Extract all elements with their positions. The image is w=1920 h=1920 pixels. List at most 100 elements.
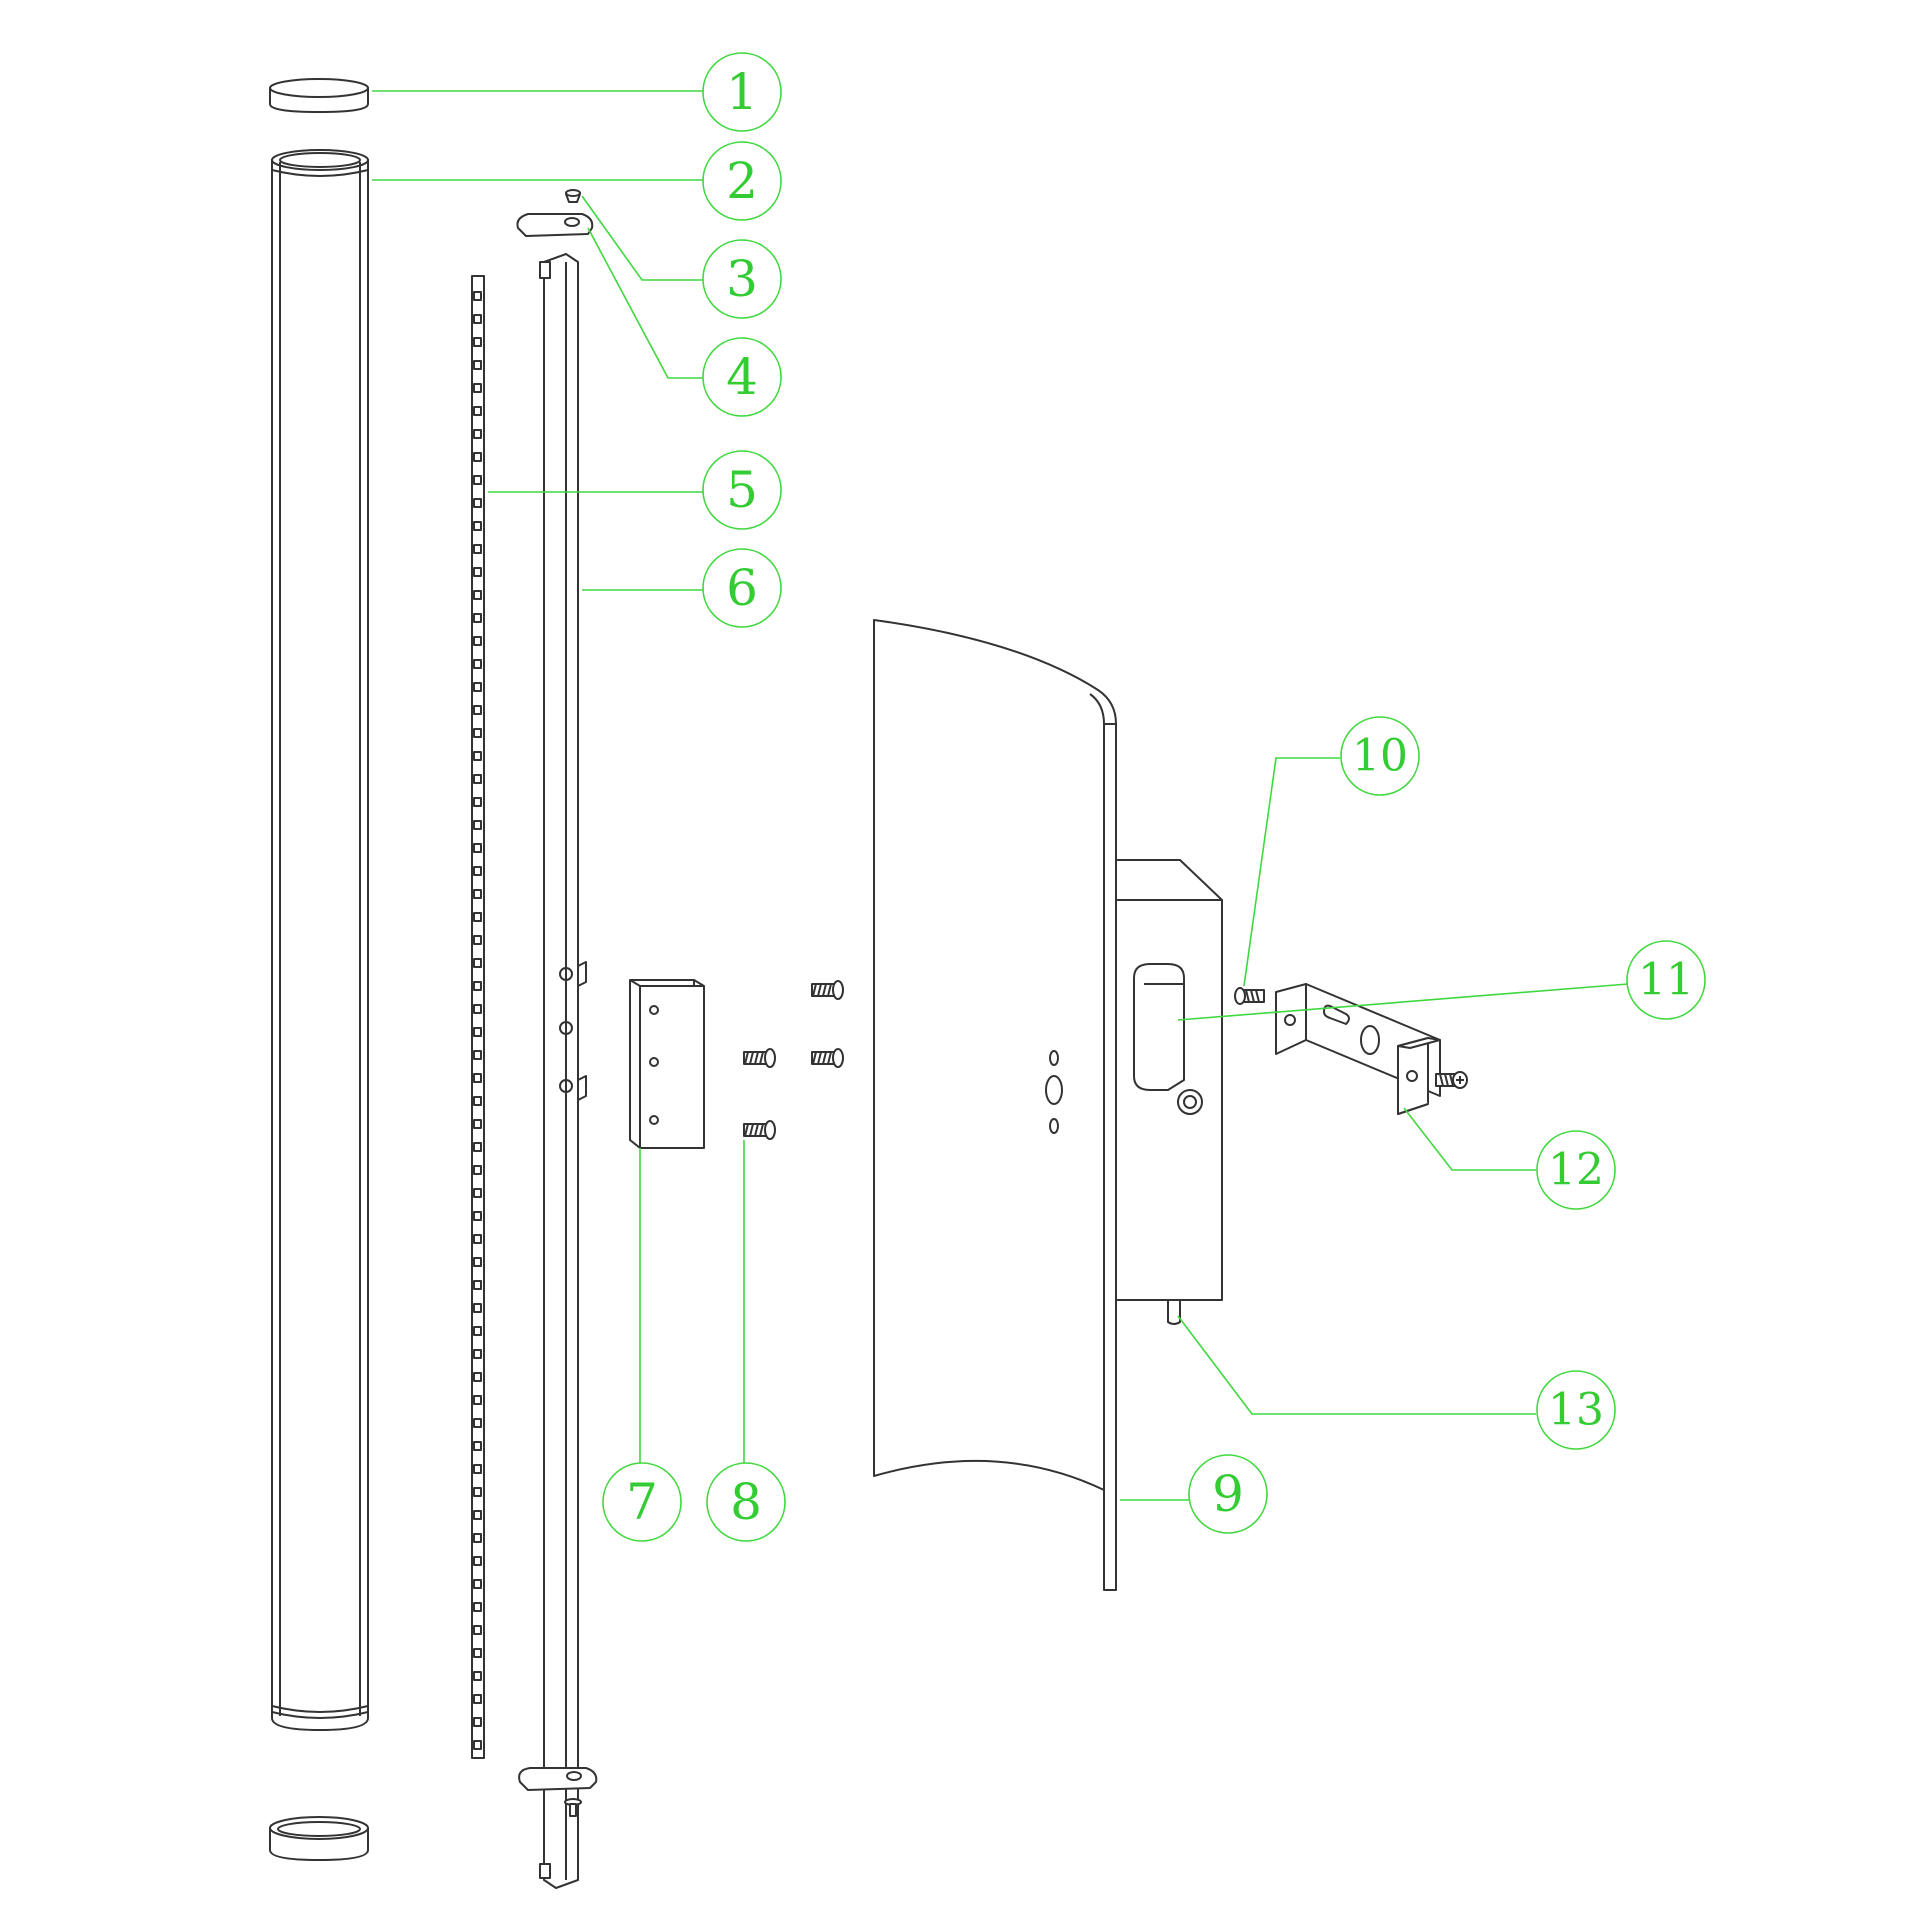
led-chip	[473, 1602, 482, 1612]
led-chip	[473, 751, 482, 761]
callout-9: 9	[1188, 1454, 1268, 1534]
led-chip	[473, 935, 482, 945]
led-chip	[473, 1717, 482, 1727]
led-chip	[473, 1510, 482, 1520]
part-bracket-screw-left	[1234, 987, 1265, 1005]
svg-text:4: 4	[726, 348, 758, 406]
part-bracket-screw-right	[1435, 1071, 1468, 1089]
led-chip	[473, 1349, 482, 1359]
part-tube	[271, 149, 369, 1731]
led-chip	[473, 452, 482, 462]
svg-text:13: 13	[1548, 1385, 1604, 1436]
led-chip	[473, 1648, 482, 1658]
led-chip	[473, 1441, 482, 1451]
led-chip	[473, 590, 482, 600]
part-bottom-clip	[518, 1767, 598, 1791]
part-top-clip	[516, 213, 594, 237]
part-driver-block	[629, 979, 705, 1149]
led-chip	[473, 475, 482, 485]
led-chip	[473, 1372, 482, 1382]
led-chip	[473, 1326, 482, 1336]
led-chip	[473, 1050, 482, 1060]
callout-12: 12	[1536, 1130, 1616, 1210]
led-chip	[473, 1211, 482, 1221]
led-chip	[473, 1487, 482, 1497]
led-chip	[473, 429, 482, 439]
led-chip	[473, 912, 482, 922]
led-chip	[473, 1234, 482, 1244]
callout-13: 13	[1536, 1370, 1616, 1450]
led-chip	[473, 406, 482, 416]
led-chip	[473, 1257, 482, 1267]
led-chip	[473, 1579, 482, 1589]
led-chip	[473, 314, 482, 324]
led-chip	[473, 958, 482, 968]
part-wall-box	[1103, 859, 1223, 1325]
part-bottom-ring	[269, 1816, 369, 1861]
part-screws-set	[743, 980, 844, 1140]
callout-leaders	[372, 90, 1629, 1501]
callout-8: 8	[706, 1462, 786, 1542]
led-chip	[473, 1004, 482, 1014]
svg-text:12: 12	[1548, 1145, 1604, 1196]
led-chip	[473, 1395, 482, 1405]
led-chip	[473, 613, 482, 623]
led-chip	[473, 1418, 482, 1428]
led-chip	[473, 705, 482, 715]
led-chip	[473, 498, 482, 508]
led-chip	[473, 1625, 482, 1635]
led-chip	[473, 1740, 482, 1750]
callout-1: 1	[702, 52, 782, 132]
led-chip	[473, 1119, 482, 1129]
led-chip	[473, 1303, 482, 1313]
led-chip	[473, 544, 482, 554]
led-chip	[473, 337, 482, 347]
led-chip	[473, 567, 482, 577]
callout-3: 3	[702, 239, 782, 319]
svg-text:2: 2	[726, 152, 758, 210]
part-mounting-bracket	[1275, 983, 1441, 1115]
led-chip	[473, 843, 482, 853]
led-chip	[473, 981, 482, 991]
callout-4: 4	[702, 337, 782, 417]
callout-11: 11	[1626, 940, 1706, 1020]
led-chip	[473, 1533, 482, 1543]
led-chip	[473, 774, 482, 784]
led-chip	[473, 383, 482, 393]
callout-5: 5	[702, 450, 782, 530]
led-chip	[473, 1280, 482, 1290]
part-top-screw	[565, 189, 581, 203]
svg-text:1: 1	[726, 63, 758, 121]
led-chip	[473, 1165, 482, 1175]
led-chip	[473, 1073, 482, 1083]
svg-text:7: 7	[626, 1473, 658, 1531]
svg-text:6: 6	[726, 559, 758, 617]
svg-text:10: 10	[1352, 731, 1408, 782]
led-chip	[473, 659, 482, 669]
svg-text:5: 5	[726, 461, 758, 519]
callout-6: 6	[702, 548, 782, 628]
led-chip	[473, 820, 482, 830]
led-chip	[473, 521, 482, 531]
led-chip	[473, 889, 482, 899]
part-top-cap	[269, 78, 369, 113]
led-chip	[473, 1142, 482, 1152]
callout-2: 2	[702, 141, 782, 221]
led-chip	[473, 797, 482, 807]
callout-10: 10	[1340, 716, 1420, 796]
part-profile-rail	[539, 253, 587, 1889]
svg-text:3: 3	[726, 250, 758, 308]
led-chip	[473, 360, 482, 370]
led-chip	[473, 1188, 482, 1198]
svg-text:8: 8	[730, 1473, 762, 1531]
led-chip	[473, 866, 482, 876]
led-chip	[473, 1671, 482, 1681]
svg-text:9: 9	[1212, 1465, 1244, 1523]
callout-7: 7	[602, 1462, 682, 1542]
led-chip	[473, 1027, 482, 1037]
led-chip	[473, 1556, 482, 1566]
part-led-strip	[471, 275, 485, 1759]
led-chip	[473, 636, 482, 646]
part-bottom-screw	[564, 1798, 582, 1817]
led-chip	[473, 728, 482, 738]
